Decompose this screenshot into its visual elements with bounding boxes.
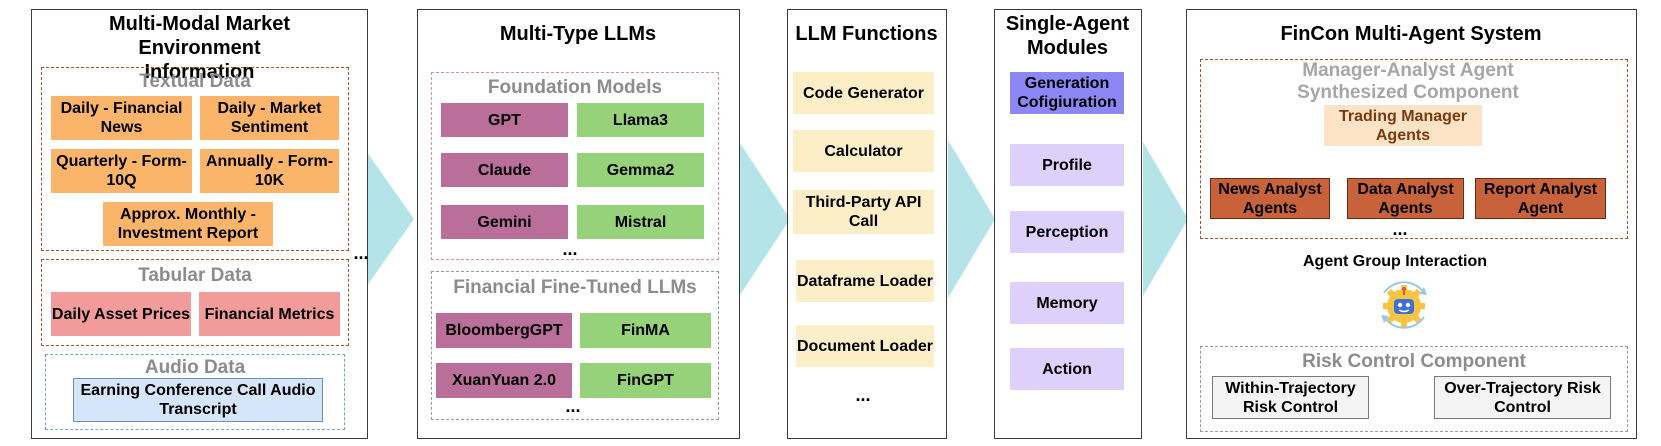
foundation-model-left: Claude [441, 153, 568, 187]
analyst-ellipsis: ... [1392, 219, 1408, 239]
function-item: Calculator [793, 130, 934, 172]
textual-data-group [41, 67, 349, 251]
within-trajectory-risk-control: Within-Trajectory Risk Control [1212, 376, 1369, 419]
profile-module: Profile [1010, 144, 1124, 186]
over-trajectory-risk-control: Over-Trajectory Risk Control [1434, 376, 1611, 419]
finetuned-model-right: FinGPT [580, 363, 711, 398]
market-environment-title: Multi-Modal Market Environment Informati… [108, 13, 291, 83]
tabular-data-title: Tabular Data [138, 265, 252, 286]
finetuned-model-right: FinMA [580, 313, 711, 348]
environment-ellipsis: ... [353, 243, 369, 263]
foundation-model-right: Mistral [577, 205, 704, 239]
function-item: Document Loader [796, 325, 934, 367]
fincon-title: FinCon Multi-Agent System [1280, 23, 1542, 45]
function-item: Code Generator [793, 72, 934, 114]
audio-data-group [45, 354, 345, 430]
trading-manager-agents: Trading Manager Agents [1324, 105, 1482, 146]
foundation-models-title: Foundation Models [487, 77, 663, 98]
finetuned-llms-group [431, 271, 719, 420]
memory-module: Memory [1010, 282, 1124, 324]
function-item: Third-Party API Call [793, 190, 934, 234]
arrow-3 [948, 140, 995, 298]
analyst-agent: News Analyst Agents [1210, 178, 1330, 219]
arrow-4 [1143, 142, 1188, 296]
finetuned-model-left: XuanYuan 2.0 [436, 363, 572, 398]
textual-item: Daily - Market Sentiment [200, 96, 339, 140]
perception-module: Perception [1010, 211, 1124, 253]
arrow-2 [738, 140, 790, 298]
finetuned-llms-title: Financial Fine-Tuned LLMs [453, 277, 697, 298]
risk-control-component [1200, 346, 1628, 432]
tabular-data-group [41, 259, 349, 346]
functions-ellipsis: ... [855, 385, 871, 405]
agent-group-interaction-label: Agent Group Interaction [1303, 252, 1487, 270]
textual-data-title: Textual Data [139, 71, 251, 92]
cycle-arrow-bottom-icon [1383, 316, 1425, 329]
single-agent-modules-title: Single-Agent Modules [1005, 13, 1130, 59]
analyst-agent: Report Analyst Agent [1475, 178, 1606, 219]
analyst-agent: Data Analyst Agents [1347, 178, 1464, 219]
tabular-item: Daily Asset Prices [51, 292, 191, 336]
foundation-model-left: Gemini [441, 205, 568, 239]
foundation-ellipsis: ... [562, 239, 578, 259]
audio-data-title: Audio Data [144, 357, 246, 378]
risk-control-title: Risk Control Component [1302, 351, 1526, 372]
textual-item: Daily - Financial News [51, 96, 192, 140]
robot-gear-icon [1381, 281, 1427, 329]
tabular-item: Financial Metrics [199, 292, 340, 336]
finetuned-ellipsis: ... [565, 396, 581, 416]
foundation-model-right: Gemma2 [577, 153, 704, 187]
manager-analyst-component [1200, 59, 1628, 239]
llm-functions-title: LLM Functions [795, 23, 938, 45]
foundation-model-right: Llama3 [577, 103, 704, 137]
function-item: Dataframe Loader [796, 260, 934, 302]
foundation-model-left: GPT [441, 103, 568, 137]
foundation-models-group [431, 72, 719, 260]
textual-item: Quarterly - Form-10Q [51, 149, 192, 193]
finetuned-model-left: BloombergGPT [436, 313, 572, 348]
audio-item: Earning Conference Call Audio Transcript [73, 378, 323, 422]
fincon-panel: FinCon Multi-Agent System [1186, 9, 1637, 439]
textual-item: Annually - Form-10K [200, 149, 339, 193]
llms-title: Multi-Type LLMs [499, 23, 657, 45]
cycle-arrow-top-icon [1383, 281, 1425, 294]
manager-analyst-title: Manager-Analyst Agent Synthesized Compon… [1297, 60, 1519, 103]
action-module: Action [1010, 348, 1124, 390]
arrow-1 [364, 148, 414, 290]
generation-configuration-module: Generation Cofigiuration [1010, 72, 1124, 114]
textual-item: Approx. Monthly - Investment Report [103, 202, 273, 246]
